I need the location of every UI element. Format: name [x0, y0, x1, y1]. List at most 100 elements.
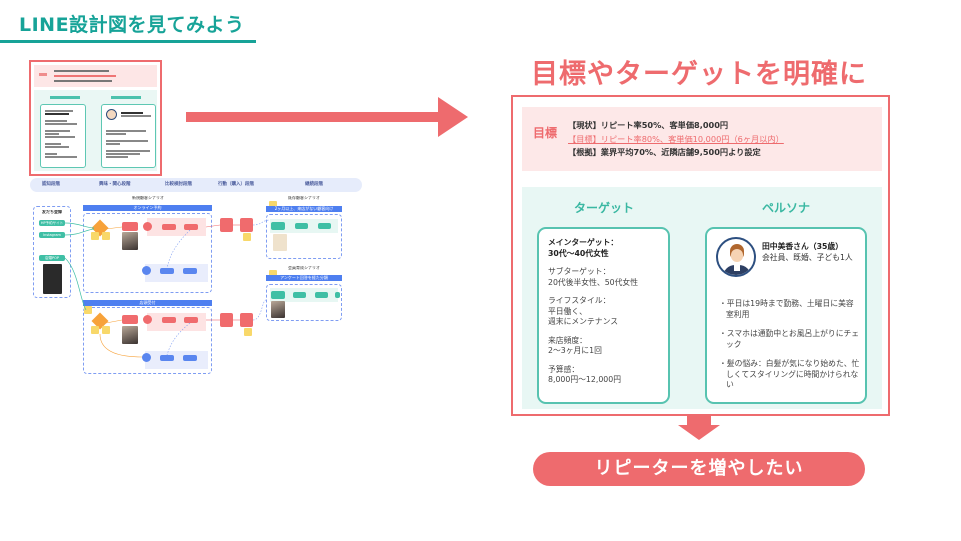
persona-item: ・髪の悩み：白髪が気になり始めた、忙しくてスタイリングに時間かけられない: [719, 359, 860, 389]
persona-item: ・平日は19時まで勤務、土曜日に美容室利用: [719, 299, 854, 319]
persona-title: ペルソナ: [761, 201, 810, 215]
persona-list: ・平日は19時まで勤務、土曜日に美容室利用 ・スマホは通勤中とお風呂上がりにチェ…: [719, 299, 861, 400]
flow-node: [184, 317, 198, 323]
existing-group: [266, 214, 342, 259]
flow-node: [160, 355, 174, 361]
flow-node: [220, 218, 233, 232]
flow-node: [183, 268, 197, 274]
entry-hp: HP予約サイト: [39, 220, 65, 226]
arrow-down-icon: [687, 416, 711, 426]
sticky-note: [244, 328, 252, 336]
goal-target-card: 目標 【現状】リピート率50%、客単価8,000円 【目標】リピート率80%、客…: [511, 95, 890, 416]
flow-image: [273, 234, 287, 251]
pop-image: [43, 264, 62, 294]
flow-image: [271, 301, 285, 318]
flow-image: [122, 232, 138, 250]
scenario-existing-bar: 2ヶ月以上、来店がない顧客向け: [266, 206, 342, 212]
flow-node: [240, 313, 253, 327]
thumbnail-avatar-icon: [106, 109, 117, 120]
persona-card: 田中美香さん（35歳） 会社員、既婚、子ども1人 ・平日は19時まで勤務、土曜日…: [705, 227, 867, 404]
target-main: メインターゲット： 30代〜40代女性: [548, 238, 619, 258]
goal-current: 【現状】リピート率50%、客単価8,000円: [568, 120, 729, 130]
entry-instagram: Instagram: [39, 232, 65, 238]
online-group: [83, 213, 212, 293]
flow-node: [122, 222, 138, 231]
target-persona-box: ターゲット ペルソナ メインターゲット： 30代〜40代女性 サブターゲット： …: [522, 187, 882, 409]
flow-node: [240, 218, 253, 232]
flow-node: [315, 292, 328, 298]
flow-node: [220, 313, 233, 327]
flow-node: [160, 268, 174, 274]
section-store-bar: 店頭受付: [83, 300, 212, 306]
flow-node: [295, 223, 308, 229]
thumbnail-target-persona: [34, 90, 157, 171]
main-title: 目標やターゲットを明確に: [531, 59, 867, 90]
goal-basis: 【根拠】業界平均70%、近隣店舗9,500円より設定: [568, 147, 761, 157]
flow-node: [122, 315, 138, 324]
sticky-note: [84, 306, 92, 314]
flow-node-circle: [142, 266, 151, 275]
page-title: LINE設計図を見てみよう: [19, 14, 245, 36]
flow-node: [183, 355, 197, 361]
sticky-note: [91, 326, 99, 334]
flow-node: [162, 317, 176, 323]
persona-header: 田中美香さん（35歳） 会社員、既婚、子ども1人: [762, 242, 853, 263]
stage-label: 比較検討段階: [165, 182, 192, 187]
target-budget: 予算感： 8,000円〜12,000円: [548, 364, 621, 385]
goal-box: 目標 【現状】リピート率50%、客単価8,000円 【目標】リピート率80%、客…: [522, 107, 882, 171]
target-lifestyle: ライフスタイル： 平日働く、 週末にメンテナンス: [548, 296, 619, 326]
flow-node-circle: [142, 353, 151, 362]
persona-profile: 会社員、既婚、子ども1人: [762, 252, 853, 262]
result-pill: リピーターを増やしたい: [533, 452, 865, 486]
flow-node: [318, 223, 331, 229]
scenario-member-label: 会員育成シナリオ: [288, 266, 320, 270]
persona-name: 田中美香さん（35歳）: [762, 242, 844, 251]
stage-label: 継続段階: [305, 182, 323, 187]
target-frequency: 来店頻度： 2〜3ヶ月に1回: [548, 335, 602, 356]
target-title: ターゲット: [573, 201, 634, 215]
scenario-member-bar: アンケート回答を経た分類: [266, 275, 342, 281]
flow-node: [271, 222, 285, 230]
flow-stage-header: 認知段階 興味・関心段階 比較検討段階 行動（購入）段階 継続段階: [30, 178, 362, 192]
flow-node-circle: [143, 315, 152, 324]
thumbnail-preview: [29, 60, 162, 176]
scenario-existing-label: 既存顧客シナリオ: [288, 196, 320, 200]
flow-node-circle: [143, 222, 152, 231]
goal-label: 目標: [533, 126, 558, 140]
target-card: メインターゲット： 30代〜40代女性 サブターゲット： 20代後半女性、50代…: [537, 227, 670, 404]
goal-target: 【目標】リピート率80%、客単価10,000円（6ヶ月以内）: [568, 133, 784, 144]
thumbnail-persona-card: [101, 104, 156, 168]
flow-node: [271, 291, 285, 299]
flow-node: [335, 292, 340, 298]
persona-item: ・スマホは通勤中とお風呂上がりにチェック: [719, 329, 860, 349]
thumbnail-target-card: [40, 104, 86, 168]
sticky-note: [269, 270, 277, 277]
entry-pop: 店頭POP: [39, 255, 65, 261]
entry-points-group: [33, 206, 71, 298]
sticky-note: [243, 233, 251, 241]
persona-avatar-icon: [716, 237, 756, 277]
flow-node: [293, 292, 306, 298]
flow-node: [184, 224, 198, 230]
stage-label: 認知段階: [42, 182, 60, 187]
sticky-note: [91, 232, 99, 240]
title-underline: [0, 40, 256, 43]
sticky-note: [102, 326, 110, 334]
stage-label: 行動（購入）段階: [218, 182, 254, 187]
flow-image: [122, 326, 138, 344]
sticky-note: [269, 201, 277, 208]
entry-points-title: 友だち登録: [42, 210, 62, 214]
sticky-note: [102, 232, 110, 240]
stage-label: 興味・関心段階: [99, 182, 131, 187]
scenario-new-label: 新規顧客シナリオ: [132, 196, 164, 200]
store-group: [83, 307, 212, 374]
goal-lines: 【現状】リピート率50%、客単価8,000円 【目標】リピート率80%、客単価1…: [568, 119, 784, 160]
target-sub: サブターゲット： 20代後半女性、50代女性: [548, 267, 639, 287]
member-group: [266, 284, 342, 321]
thumbnail-goal-box: [34, 65, 157, 87]
arrow-right-icon: [186, 112, 440, 122]
section-online-bar: オンライン予約: [83, 205, 212, 211]
arrow-right-head: [438, 97, 468, 137]
arrow-down-head: [678, 425, 720, 440]
target-details: メインターゲット： 30代〜40代女性 サブターゲット： 20代後半女性、50代…: [548, 238, 638, 394]
